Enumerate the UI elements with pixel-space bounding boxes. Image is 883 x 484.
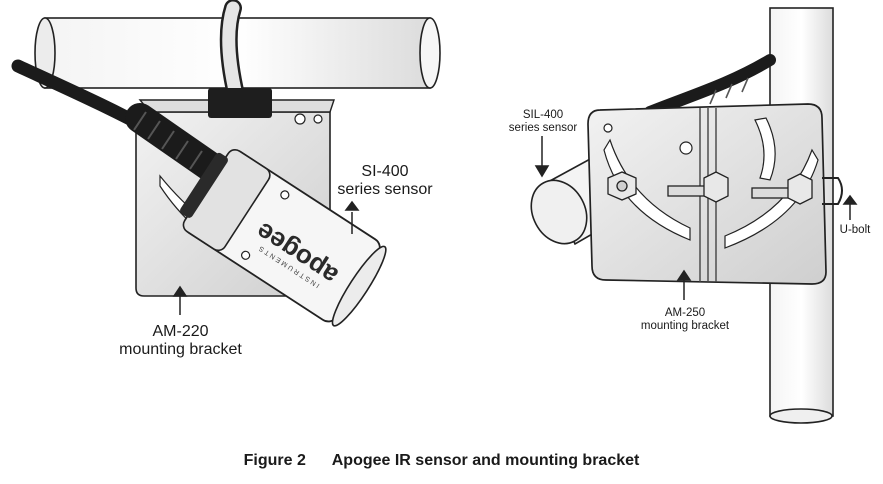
si400-label-line1: SI-400 [361,163,409,180]
am250-label-line1: AM-250 [664,307,706,319]
si400-label: SI-400 series sensor [330,163,440,200]
si400-sensor: apogee INSTRUMENTS [180,148,387,327]
am220-label: AM-220 mounting bracket [108,323,253,360]
sil400-label-line2: series sensor [508,122,578,135]
sil400-label: SIL-400 series sensor [500,109,586,135]
left-illustration: apogee INSTRUMENTS [11,0,441,327]
left-pointer-arrows [172,200,360,315]
right-illustration [530,7,858,424]
figure-number: Figure 2 [243,452,306,469]
figure-caption: Figure 2 Apogee IR sensor and mounting b… [0,452,883,470]
am220-label-line1: AM-220 [152,323,209,340]
right-pointer-arrows [534,136,858,300]
si400-label-line2: series sensor [337,181,433,199]
bracket-bolts [607,171,813,205]
am220-label-line2: mounting bracket [119,341,242,359]
am250-label-line2: mounting bracket [640,320,730,333]
u-bolt [822,177,843,205]
left-cable [11,59,227,183]
sil400-label-line1: SIL-400 [522,109,564,121]
am250-label: AM-250 mounting bracket [632,307,738,333]
ubolt-label: U-bolt [839,224,871,236]
figure-title: Apogee IR sensor and mounting bracket [331,452,640,469]
bracket-clamp-block [208,88,272,118]
